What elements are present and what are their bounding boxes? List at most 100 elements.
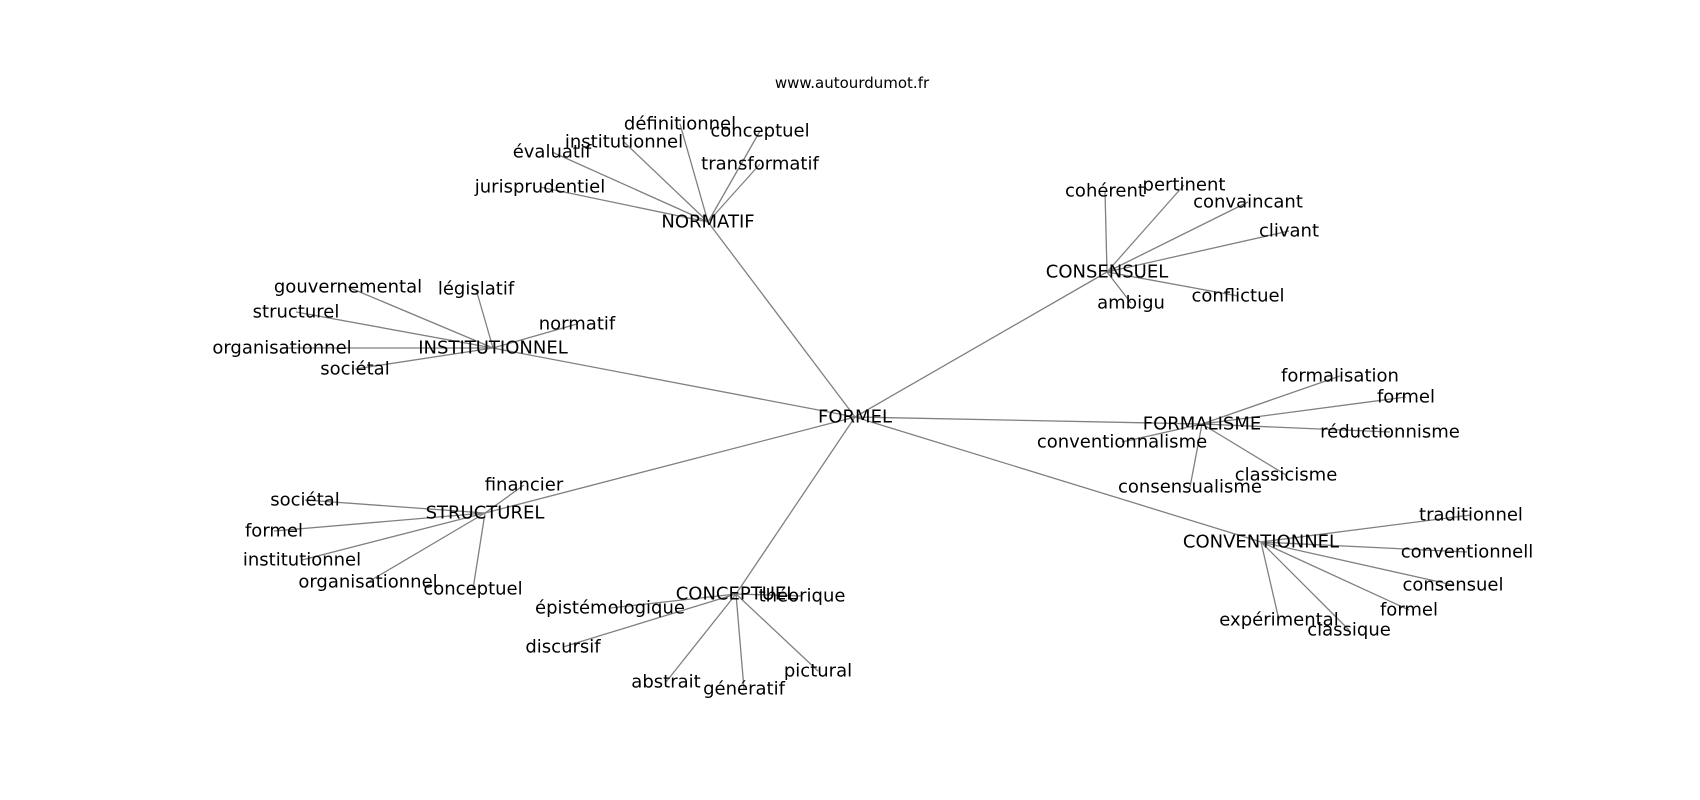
edge-consensuel-1: [1106, 184, 1185, 273]
edge-root-consensuel: [854, 271, 1108, 418]
leaf-node-label: traditionnel: [1419, 505, 1523, 526]
edge-root-structurel: [484, 416, 856, 514]
leaf-node-label: cohérent: [1065, 181, 1145, 202]
leaf-node-label: organisationnel: [298, 572, 437, 593]
edge-institutionnel-1: [475, 288, 494, 349]
leaf-node-label: institutionnel: [565, 132, 683, 153]
edge-conventionnel-1: [1260, 541, 1468, 553]
leaf-node-label: consensualisme: [1118, 477, 1262, 498]
leaf-node-label: évaluatif: [513, 142, 592, 163]
edge-structurel-4: [367, 512, 486, 583]
leaf-node-label: transformatif: [701, 154, 819, 175]
edge-structurel-0: [484, 484, 525, 514]
leaf-node-label: définitionnel: [624, 114, 736, 135]
edge-normatif-2: [551, 151, 709, 223]
site-watermark: www.autourdumot.fr: [775, 74, 930, 92]
edge-conventionnel-5: [1260, 541, 1280, 621]
edge-conceptuel-2: [562, 593, 737, 648]
edge-conceptuel-1: [735, 593, 803, 597]
leaf-node-label: sociétal: [270, 490, 339, 511]
leaf-node-label: conceptuel: [423, 579, 522, 600]
leaf-node-label: abstrait: [631, 672, 700, 693]
edge-normatif-5: [539, 186, 709, 223]
leaf-node-label: consensuel: [1402, 575, 1503, 596]
edge-consensuel-0: [1104, 190, 1108, 273]
edge-consensuel-3: [1106, 230, 1290, 273]
edge-institutionnel-5: [295, 311, 494, 349]
edge-structurel-5: [472, 512, 486, 590]
leaf-node-label: jurisprudentiel: [474, 177, 605, 198]
edge-conventionnel-2: [1260, 541, 1454, 586]
hub-node-label: STRUCTUREL: [426, 503, 545, 524]
hub-node-label: FORMALISME: [1143, 414, 1262, 435]
edge-conventionnel-0: [1260, 514, 1472, 543]
edge-formalisme-2: [1201, 423, 1391, 433]
leaf-node-label: normatif: [539, 314, 616, 335]
edge-conventionnel-3: [1260, 541, 1410, 611]
edge-conceptuel-3: [665, 593, 737, 683]
leaf-node-label: organisationnel: [212, 338, 351, 359]
edge-consensuel-5: [1106, 271, 1132, 304]
leaf-node-label: expérimental: [1219, 610, 1338, 631]
hub-node-label: CONSENSUEL: [1046, 262, 1168, 283]
edge-institutionnel-0: [347, 286, 494, 349]
leaf-node-label: conventionnell: [1401, 542, 1533, 563]
leaf-node-label: formel: [1380, 600, 1438, 621]
leaf-node-label: législatif: [438, 279, 515, 300]
leaf-node-label: financier: [485, 475, 564, 496]
edge-root-normatif: [707, 221, 856, 418]
leaf-node-label: gouvernemental: [274, 277, 422, 298]
leaf-node-label: conventionnalisme: [1037, 432, 1207, 453]
leaf-node-label: formel: [245, 521, 303, 542]
root-node-label: FORMEL: [818, 407, 892, 428]
edge-normatif-4: [707, 163, 761, 223]
edge-root-institutionnel: [492, 347, 856, 418]
edge-conceptuel-0: [609, 593, 737, 609]
leaf-node-label: formel: [1377, 387, 1435, 408]
leaf-node-label: formalisation: [1281, 366, 1399, 387]
leaf-node-label: clivant: [1259, 221, 1319, 242]
edge-normatif-0: [679, 123, 709, 223]
edge-normatif-1: [623, 141, 709, 223]
leaf-node-label: pictural: [784, 661, 852, 682]
edge-consensuel-4: [1106, 271, 1239, 297]
hub-node-label: CONVENTIONNEL: [1183, 532, 1339, 553]
edge-conceptuel-5: [735, 593, 819, 672]
edge-formalisme-0: [1201, 375, 1341, 425]
leaf-node-label: structurel: [253, 302, 340, 323]
leaf-node-label: convaincant: [1193, 192, 1303, 213]
edge-formalisme-1: [1201, 396, 1407, 425]
leaf-node-label: classique: [1307, 620, 1391, 641]
leaf-node-label: institutionnel: [243, 550, 361, 571]
edge-root-formalisme: [854, 416, 1203, 425]
leaf-node-label: théorique: [759, 586, 846, 607]
leaf-node-label: ambigu: [1097, 293, 1165, 314]
hub-node-label: CONCEPTUEL: [676, 584, 797, 605]
graph-labels: définitionnelinstitutionnelévaluatifconc…: [212, 114, 1533, 700]
edge-conceptuel-4: [735, 593, 745, 690]
leaf-node-label: génératif: [703, 679, 785, 700]
edge-normatif-3: [707, 130, 761, 223]
leaf-node-label: discursif: [525, 637, 601, 658]
edge-structurel-1: [304, 499, 486, 514]
edge-structurel-3: [301, 512, 486, 561]
leaf-node-label: conceptuel: [710, 121, 809, 142]
graph-edges: [273, 123, 1472, 690]
hub-node-label: INSTITUTIONNEL: [418, 338, 567, 359]
edge-structurel-2: [273, 512, 486, 532]
edge-formalisme-5: [1189, 423, 1203, 488]
edge-consensuel-2: [1106, 201, 1249, 273]
edge-institutionnel-2: [492, 323, 578, 349]
leaf-node-label: conflictuel: [1191, 286, 1284, 307]
leaf-node-label: épistémologique: [535, 598, 685, 619]
leaf-node-label: classicisme: [1235, 465, 1338, 486]
edge-institutionnel-4: [354, 347, 494, 370]
edge-conventionnel-4: [1260, 541, 1350, 631]
edge-root-conceptuel: [735, 416, 856, 595]
edge-formalisme-3: [1121, 423, 1203, 443]
edge-formalisme-4: [1201, 423, 1287, 476]
hub-node-label: NORMATIF: [661, 212, 754, 233]
leaf-node-label: réductionnisme: [1320, 422, 1460, 443]
edge-root-conventionnel: [854, 416, 1262, 543]
